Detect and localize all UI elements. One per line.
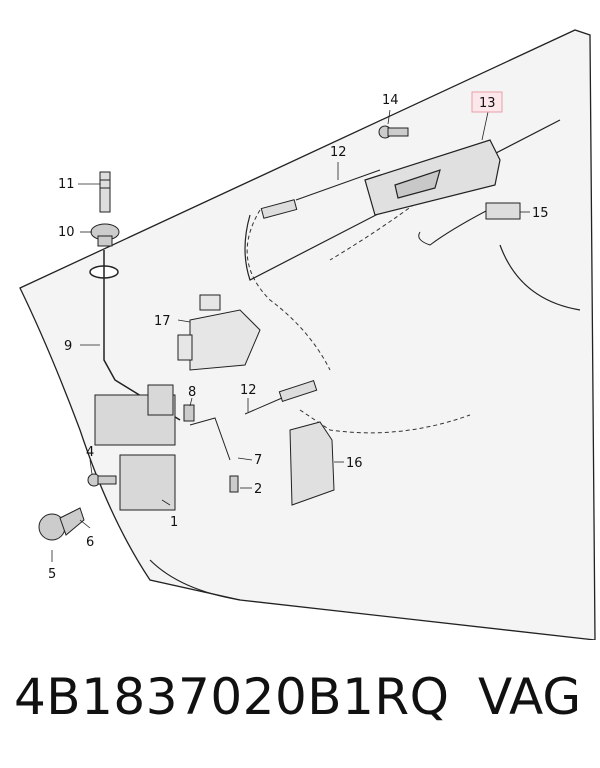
callout-10: 10 (58, 225, 75, 240)
brand-label: VAG (478, 668, 582, 726)
part-4-screw (87, 473, 117, 487)
part-13-door-handle (364, 139, 501, 216)
door-panel-inner-edge (149, 119, 581, 601)
callout-6: 6 (86, 535, 94, 550)
callout-14: 14 (382, 93, 399, 108)
callout-4: 4 (86, 445, 94, 460)
callout-11: 11 (58, 177, 75, 192)
part-12-upper-cable (260, 169, 381, 219)
part-number: 4B1837020B1RQ (14, 668, 450, 726)
part-15-switch (418, 202, 521, 246)
part-11-pin (99, 171, 111, 213)
part-2-clip (229, 475, 239, 493)
callout-13: 13 (479, 96, 496, 111)
callout-8: 8 (188, 385, 196, 400)
part-10-grommet (90, 223, 120, 247)
part-8-cable-clip (183, 404, 231, 461)
part-1-lock-assembly (94, 384, 176, 511)
callout-7: 7 (254, 453, 262, 468)
part-5-striker (38, 507, 85, 541)
callout-1: 1 (170, 515, 178, 530)
part-17-control-unit (177, 294, 261, 371)
leader-lines (51, 109, 530, 562)
callout-12-upper: 12 (330, 145, 347, 160)
part-14-screw (378, 125, 409, 139)
part-12-lower-cable (244, 380, 318, 415)
part-16-trim (289, 421, 335, 506)
callout-5: 5 (48, 567, 56, 582)
callout-2: 2 (254, 482, 262, 497)
callout-16: 16 (346, 456, 363, 471)
callout-12-lower: 12 (240, 383, 257, 398)
callout-17: 17 (154, 314, 171, 329)
callout-9: 9 (64, 339, 72, 354)
door-lock-exploded-diagram: 11 10 9 17 8 4 1 2 7 12 12 14 13 15 16 6… (19, 29, 596, 640)
callout-15: 15 (532, 206, 549, 221)
callout-13-highlight (471, 91, 503, 113)
